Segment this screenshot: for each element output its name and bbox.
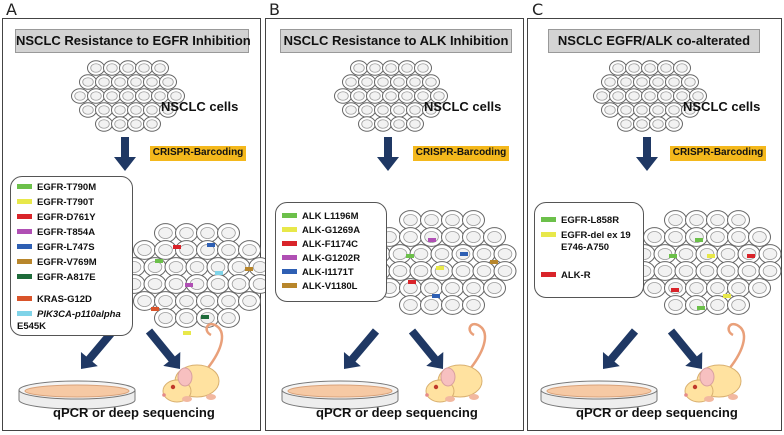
legend-swatch: [282, 227, 297, 232]
mouse-icon: [162, 322, 224, 403]
legend-label: EGFR-V769M: [37, 257, 97, 268]
legend-swatch: [541, 232, 556, 237]
cell-cluster-icon: [593, 60, 707, 132]
legend-label: ALK L1196M: [302, 211, 359, 222]
legend-swatch: [282, 241, 297, 246]
legend-label: KRAS-G12D: [37, 294, 92, 305]
legend-label: E746-A750: [561, 242, 610, 253]
down-arrow-icon: [602, 328, 639, 370]
legend-label: ALK-G1269A: [302, 225, 361, 236]
panel-letter-a: A: [6, 0, 17, 19]
crispr-barcoding-label: CRISPR-Barcoding: [150, 146, 246, 161]
legend-swatch: [17, 199, 32, 204]
panel-c-title: NSCLC EGFR/ALK co-alterated: [548, 29, 760, 53]
cell-cluster-icon: [122, 223, 272, 335]
mutation-legend: EGFR-L858R EGFR-del ex 19 E746-A750 ALK-…: [534, 202, 644, 298]
legend-label: ALK-R: [561, 270, 591, 281]
legend-label: EGFR-T790M: [37, 182, 97, 193]
legend-swatch: [17, 184, 32, 189]
down-arrow-icon: [377, 137, 399, 171]
bottom-label: qPCR or deep sequencing: [316, 405, 478, 420]
down-arrow-icon: [343, 328, 380, 370]
bottom-label: qPCR or deep sequencing: [53, 405, 215, 420]
down-arrow-icon: [114, 137, 136, 171]
petri-dish-icon: [540, 380, 658, 410]
panel-letter-c: C: [532, 0, 544, 19]
legend-label: EGFR-A817E: [37, 272, 96, 283]
down-arrow-icon: [80, 328, 117, 370]
legend-swatch: [17, 214, 32, 219]
legend-swatch: [17, 311, 32, 316]
legend-label: PIK3CA-p110alpha: [37, 309, 121, 320]
petri-dish-icon: [281, 380, 399, 410]
cells-label: NSCLC cells: [683, 99, 761, 114]
panel-a: NSCLC Resistance to EGFR Inhibition NSCL…: [2, 18, 272, 431]
panel-c: NSCLC EGFR/ALK co-alterated NSCLC cells …: [527, 18, 782, 431]
crispr-barcoding-label: CRISPR-Barcoding: [413, 146, 509, 161]
legend-label: EGFR-T790T: [37, 197, 95, 208]
legend-label: ALK-I1171T: [302, 267, 354, 278]
legend-swatch: [541, 272, 556, 277]
panel-b-title: NSCLC Resistance to ALK Inhibition: [280, 29, 512, 53]
legend-swatch: [282, 269, 297, 274]
down-arrow-icon: [145, 328, 181, 370]
legend-label: EGFR-del ex 19: [561, 230, 631, 241]
panel-letter-b: B: [269, 0, 280, 19]
legend-swatch: [17, 296, 32, 301]
cells-label: NSCLC cells: [424, 99, 502, 114]
panel-a-title: NSCLC Resistance to EGFR Inhibition: [15, 29, 251, 53]
cells-label: NSCLC cells: [161, 99, 239, 114]
legend-label: EGFR-T854A: [37, 227, 96, 238]
down-arrow-icon: [636, 137, 658, 171]
bottom-label: qPCR or deep sequencing: [576, 405, 738, 420]
legend-label: EGFR-L858R: [561, 215, 620, 226]
cell-cluster-icon: [71, 60, 185, 132]
legend-label: ALK-G1202R: [302, 253, 361, 264]
down-arrow-icon: [408, 328, 444, 370]
panel-b: NSCLC Resistance to ALK Inhibition NSCLC…: [265, 18, 524, 431]
legend-swatch: [17, 229, 32, 234]
legend-swatch: [282, 213, 297, 218]
panel-c-graphics: [540, 60, 782, 410]
crispr-barcoding-label: CRISPR-Barcoding: [670, 146, 766, 161]
legend-label: EGFR-L747S: [37, 242, 95, 253]
mutation-legend: ALK L1196M ALK-G1269A ALK-F1174C ALK-G12…: [275, 202, 387, 302]
mutation-legend: EGFR-T790M EGFR-T790T EGFR-D761Y EGFR-T8…: [10, 176, 133, 336]
mouse-icon: [684, 322, 746, 403]
legend-label: ALK-F1174C: [302, 239, 358, 250]
cell-cluster-icon: [367, 210, 517, 315]
cell-cluster-icon: [334, 60, 448, 132]
legend-swatch: [282, 255, 297, 260]
petri-dish-icon: [18, 380, 136, 410]
legend-swatch: [17, 244, 32, 249]
legend-swatch: [541, 217, 556, 222]
mouse-icon: [425, 322, 487, 403]
legend-swatch: [17, 259, 32, 264]
down-arrow-icon: [667, 328, 703, 370]
legend-swatch: [282, 283, 297, 288]
legend-swatch: [17, 274, 32, 279]
legend-label: ALK-V1180L: [302, 281, 358, 292]
cell-cluster-icon: [632, 210, 782, 315]
legend-label: EGFR-D761Y: [37, 212, 96, 223]
legend-label: E545K: [17, 321, 47, 332]
panel-a-graphics: [18, 60, 272, 410]
